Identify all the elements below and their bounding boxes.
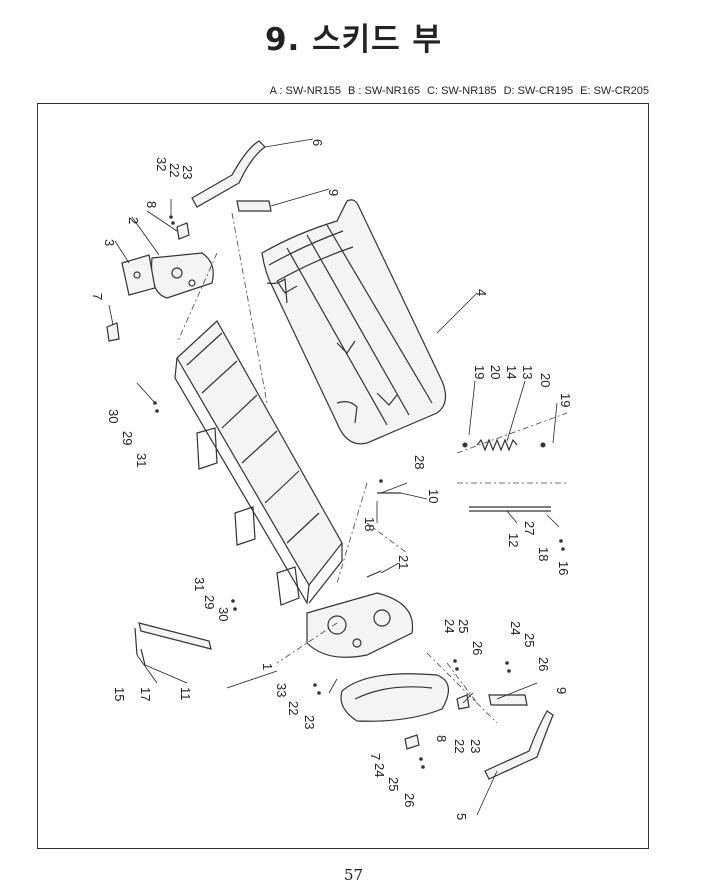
callout-24: 24 (372, 763, 387, 777)
model-c: C: SW-NR185 (427, 85, 497, 97)
part-11-bar (134, 622, 212, 666)
callout-15: 15 (112, 687, 127, 701)
callout-23: 23 (468, 739, 483, 753)
callout-23: 23 (180, 165, 195, 179)
part-13-spring (476, 438, 518, 452)
callout-16: 16 (556, 561, 571, 575)
callout-30: 30 (106, 409, 121, 423)
part-1-plate (306, 592, 414, 658)
page-number: 57 (343, 866, 364, 884)
callout-31: 31 (134, 453, 149, 467)
callout-13: 13 (520, 365, 535, 379)
callout-9: 9 (554, 687, 569, 694)
assembly-lines (176, 212, 568, 724)
callout-28: 28 (412, 455, 427, 469)
part-21-bolt (366, 570, 382, 578)
callout-10: 10 (426, 489, 441, 503)
callout-2: 2 (126, 217, 141, 224)
callout-30: 30 (216, 607, 231, 621)
model-d: D: SW-CR195 (503, 85, 574, 97)
model-a: A : SW-NR155 (269, 85, 341, 97)
callout-24: 24 (508, 621, 523, 635)
part-6-runner (191, 140, 266, 208)
callout-21: 21 (396, 555, 411, 569)
callout-19: 19 (472, 365, 487, 379)
part-9-guide-top (236, 200, 272, 212)
callout-4: 4 (474, 289, 489, 296)
callout-18: 18 (362, 517, 377, 531)
callout-26: 26 (470, 641, 485, 655)
callout-23: 23 (302, 715, 317, 729)
callout-6: 6 (310, 139, 325, 146)
main-frame (174, 320, 343, 606)
part-3-bracket (121, 254, 156, 296)
part-8-bracket-bottom (456, 694, 470, 710)
callout-31: 31 (192, 577, 207, 591)
callout-25: 25 (522, 633, 537, 647)
part-9-guide-bottom (488, 694, 528, 706)
callout-20: 20 (538, 373, 553, 387)
part-7-bracket-bottom (404, 734, 420, 750)
part-12-rod (469, 506, 551, 512)
callout-9: 9 (326, 189, 341, 196)
exploded-parts-diagram: 6 9 32 22 23 8 2 3 7 4 30 29 31 19 20 14… (90, 138, 573, 820)
callout-14: 14 (504, 365, 519, 379)
leader-lines (108, 138, 560, 816)
part-5-runner (484, 710, 554, 780)
callout-32: 32 (154, 157, 169, 171)
callout-19: 19 (558, 393, 573, 407)
part-2-plate (150, 252, 214, 299)
diagram-frame (37, 103, 649, 849)
callout-25: 25 (456, 619, 471, 633)
skid-pan (340, 673, 449, 722)
part-8-bracket-top (176, 222, 190, 240)
callout-22: 22 (167, 163, 182, 177)
callout-26: 26 (402, 793, 417, 807)
part-4-cover (261, 199, 447, 445)
callout-27: 27 (522, 521, 537, 535)
callout-29: 29 (202, 595, 217, 609)
callout-7: 7 (368, 753, 383, 760)
callout-8: 8 (144, 201, 159, 208)
callout-12: 12 (506, 533, 521, 547)
callout-11: 11 (178, 687, 193, 701)
callout-8: 8 (434, 735, 449, 742)
page-title: 9. 스키드 부 (264, 22, 442, 58)
callout-22: 22 (452, 739, 467, 753)
hardware-dots (153, 215, 565, 769)
callout-3: 3 (102, 239, 117, 246)
callout-17: 17 (138, 687, 153, 701)
callout-22: 22 (286, 701, 301, 715)
callout-25: 25 (386, 777, 401, 791)
callout-1: 1 (260, 663, 275, 670)
model-list: A : SW-NR155 B : SW-NR165 C: SW-NR185 D:… (266, 85, 649, 97)
callout-26: 26 (536, 657, 551, 671)
model-e: E: SW-CR205 (580, 85, 649, 97)
callout-18: 18 (536, 547, 551, 561)
model-b: B : SW-NR165 (348, 85, 420, 97)
part-7-bracket-top (106, 322, 120, 342)
callout-20: 20 (488, 365, 503, 379)
callout-7: 7 (90, 293, 105, 300)
callout-labels: 6 9 32 22 23 8 2 3 7 4 30 29 31 19 20 14… (90, 139, 573, 820)
callout-33: 33 (274, 683, 289, 697)
callout-24: 24 (442, 619, 457, 633)
callout-5: 5 (454, 813, 469, 820)
callout-29: 29 (120, 431, 135, 445)
